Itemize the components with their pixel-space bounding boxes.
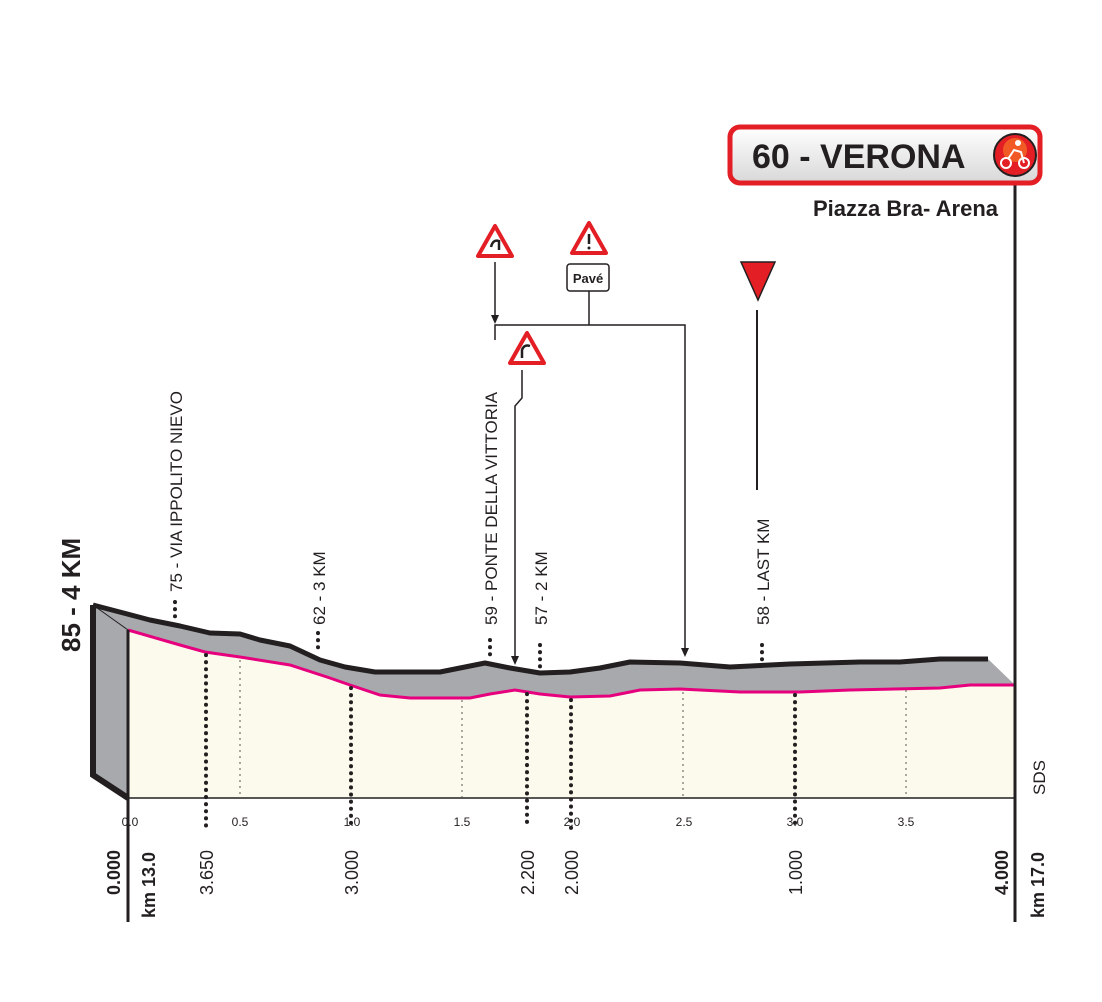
pave-badge [566,263,610,292]
x-tick: 1.0 [344,815,361,829]
finish-subtitle: Piazza Bra- Arena [813,196,999,221]
x-tick: 1.5 [454,815,471,829]
end-km: km 17.0 [1028,852,1048,918]
curve-right-sign-icon [508,331,546,365]
warning-sign-icon [570,221,608,255]
end-distance: 4.000 [992,850,1012,895]
km-grid [239,660,907,798]
waypoint-label: 75 - VIA IPPOLITO NIEVO [167,391,186,592]
distance-label: 1.000 [786,850,806,895]
waypoint-label: 57 - 2 KM [532,551,551,625]
start-altitude-label: 85 - 4 KM [56,538,86,652]
profile-top-edge [92,602,988,676]
elevation-line [127,628,1015,700]
waypoint-label: 62 - 3 KM [310,551,329,625]
x-tick: 0.0 [122,815,139,829]
waypoint-dots [173,600,797,830]
start-km: km 13.0 [139,852,159,918]
finish-header-box [727,124,1043,186]
x-tick: 3.0 [787,815,804,829]
curve-left-sign-icon [476,224,514,258]
distance-label: 3.650 [197,850,217,895]
waypoint-label: 59 - PONTE DELLA VITTORIA [482,391,501,625]
x-tick: 3.5 [898,815,915,829]
distance-label: 2.200 [518,850,538,895]
arrowheads [491,315,689,665]
distance-label: 2.000 [562,850,582,895]
x-tick: 2.5 [676,815,693,829]
profile-side-face [93,605,128,798]
profile-front-edge [90,605,130,801]
finish-title: 60 - VERONA [752,138,966,176]
x-tick: 2.0 [564,815,581,829]
credit-label: SDS [1030,760,1049,795]
waypoint-label: 58 - LAST KM [754,519,773,625]
last-km-flag-icon [739,261,777,302]
sign-connectors [494,262,758,660]
x-tick: 0.5 [232,815,249,829]
cyclist-finish-icon [993,133,1037,177]
pave-label: Pavé [573,271,603,286]
distance-label: 3.000 [342,850,362,895]
start-distance: 0.000 [104,850,124,895]
